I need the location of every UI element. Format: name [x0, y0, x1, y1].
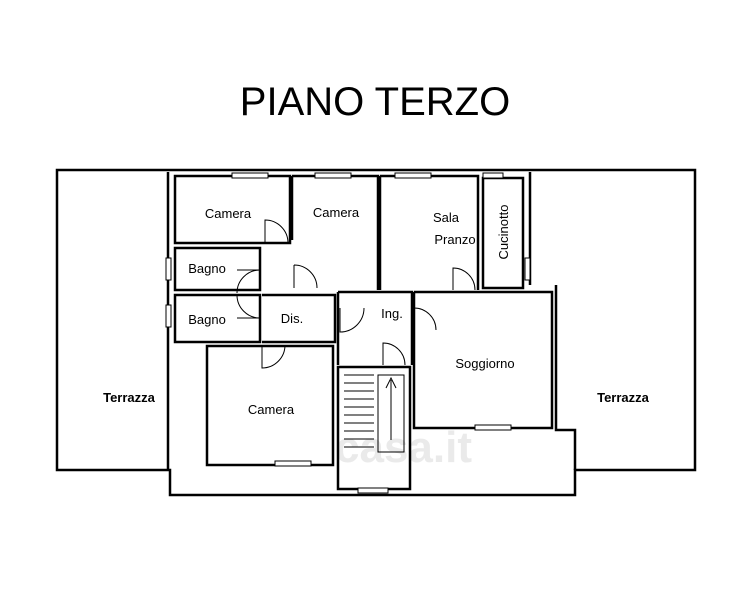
door-swing [413, 307, 437, 331]
staircase [336, 365, 412, 491]
window [482, 172, 504, 179]
window [274, 460, 312, 467]
window [231, 172, 269, 179]
door-swing [382, 342, 406, 366]
room-label-ing: Ing. [381, 306, 403, 321]
room-dis-wall [262, 293, 337, 344]
room-soggiorno-wall [412, 290, 554, 430]
room-cucinotto-wall [481, 176, 525, 290]
room-label-soggiorno: Soggiorno [455, 356, 514, 371]
window [524, 257, 531, 281]
window [165, 304, 172, 328]
room-label-bagno: Bagno [188, 261, 226, 276]
room-label-camera: Camera [205, 206, 252, 221]
room-bagno-2-wall [173, 293, 262, 344]
room-label-pranzo: Pranzo [434, 232, 475, 247]
window [314, 172, 352, 179]
room-label-terrazza-left: Terrazza [103, 390, 156, 405]
room-camera-2-wall [290, 174, 380, 290]
door-swing [339, 307, 365, 333]
door-swing [261, 344, 286, 369]
door-swing [236, 294, 261, 319]
room-ing-wall [336, 290, 414, 365]
room-label-dis: Dis. [281, 311, 303, 326]
room-label-camera: Camera [313, 205, 360, 220]
room-camera-3-wall [205, 344, 335, 467]
door-swing [293, 264, 318, 289]
window [357, 487, 389, 494]
room-label-bagno: Bagno [188, 312, 226, 327]
door-swing [264, 219, 289, 244]
room-label-terrazza-right: Terrazza [597, 390, 650, 405]
room-bagno-1-wall [173, 246, 262, 292]
window [165, 257, 172, 281]
window [394, 172, 432, 179]
door-swing [236, 269, 261, 294]
door-swing [452, 267, 476, 291]
window [474, 424, 512, 431]
room-label-camera: Camera [248, 402, 295, 417]
outer-wall [55, 168, 697, 497]
plan-title: PIANO TERZO [240, 80, 510, 124]
room-label-cucinotto: Cucinotto [496, 205, 511, 260]
room-label-sala: Sala [433, 210, 460, 225]
